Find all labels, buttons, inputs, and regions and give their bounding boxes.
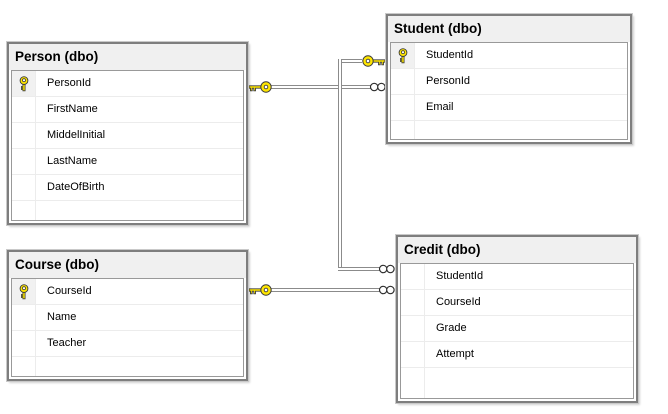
table-title: Course (dbo) [15,257,99,272]
icon-cell [401,316,425,341]
column-name: DateOfBirth [47,181,105,193]
table-row[interactable]: PersonId [391,69,627,95]
table-credit-header[interactable]: Credit (dbo) [398,237,636,263]
relationship-person-student-line[interactable] [270,85,372,89]
table-row[interactable]: CourseId [12,279,243,305]
relationship-student-credit-line-top[interactable] [338,59,362,63]
icon-cell [12,175,36,200]
icon-cell [391,121,415,139]
column-name: CourseId [436,296,481,308]
pk-cell [12,71,36,96]
column-name: PersonId [47,77,92,89]
relationship-course-credit-line[interactable] [270,288,380,292]
many-icon[interactable] [378,262,396,276]
relationship-student-credit-line-vertical[interactable] [338,59,342,271]
column-name: LastName [47,155,98,167]
column-name: StudentId [426,49,474,61]
key-icon[interactable] [248,283,274,297]
icon-cell [401,264,425,289]
table-course-grid: CourseId Name Teacher [11,278,244,377]
icon-cell [401,342,425,367]
icon-cell [12,331,36,356]
table-title: Credit (dbo) [404,242,481,257]
empty-row-area[interactable] [12,357,243,376]
table-row[interactable]: StudentId [391,43,627,69]
table-row[interactable]: Teacher [12,331,243,357]
primary-key-icon [397,47,409,64]
empty-row-area[interactable] [12,201,243,220]
key-icon[interactable] [360,54,386,68]
table-student-header[interactable]: Student (dbo) [388,16,630,42]
relationship-student-credit-line-bottom[interactable] [338,267,380,271]
table-title: Person (dbo) [15,49,99,64]
column-name: Grade [436,322,467,334]
icon-cell [12,305,36,330]
column-name: CourseId [47,285,92,297]
table-person-header[interactable]: Person (dbo) [9,44,246,70]
empty-row-area[interactable] [391,121,627,139]
table-student-grid: StudentId PersonId Email [390,42,628,140]
icon-cell [12,97,36,122]
many-icon[interactable] [369,80,387,94]
pk-cell [12,279,36,304]
primary-key-icon [18,75,30,92]
table-course[interactable]: Course (dbo) CourseId Name [7,250,248,381]
table-row[interactable]: CourseId [401,290,633,316]
table-course-header[interactable]: Course (dbo) [9,252,246,278]
many-icon[interactable] [378,283,396,297]
table-row[interactable]: FirstName [12,97,243,123]
table-person-grid: PersonId FirstName MiddelInitial LastNam… [11,70,244,221]
column-name: Email [426,101,454,113]
table-row[interactable]: DateOfBirth [12,175,243,201]
table-title: Student (dbo) [394,21,482,36]
icon-cell [401,290,425,315]
table-person[interactable]: Person (dbo) PersonId FirstName [7,42,248,225]
column-name: Name [47,311,77,323]
table-row[interactable]: LastName [12,149,243,175]
table-row[interactable]: Email [391,95,627,121]
table-credit-grid: StudentId CourseId Grade Attempt [400,263,634,399]
table-row[interactable]: Attempt [401,342,633,368]
column-name: Attempt [436,348,474,360]
column-name: PersonId [426,75,471,87]
pk-cell [391,43,415,68]
key-icon[interactable] [248,80,274,94]
icon-cell [12,123,36,148]
column-name: StudentId [436,270,484,282]
table-row[interactable]: MiddelInitial [12,123,243,149]
table-student[interactable]: Student (dbo) StudentId PersonId [386,14,632,144]
primary-key-icon [18,283,30,300]
table-row[interactable]: StudentId [401,264,633,290]
table-row[interactable]: Name [12,305,243,331]
icon-cell [391,69,415,94]
column-name: FirstName [47,103,98,115]
column-name: Teacher [47,337,87,349]
icon-cell [391,95,415,120]
icon-cell [12,149,36,174]
table-credit[interactable]: Credit (dbo) StudentId CourseId Grade At… [396,235,638,403]
table-row[interactable]: Grade [401,316,633,342]
icon-cell [12,357,36,376]
column-name: MiddelInitial [47,129,106,141]
icon-cell [401,368,425,398]
icon-cell [12,201,36,220]
table-row[interactable]: PersonId [12,71,243,97]
empty-row-area[interactable] [401,368,633,398]
